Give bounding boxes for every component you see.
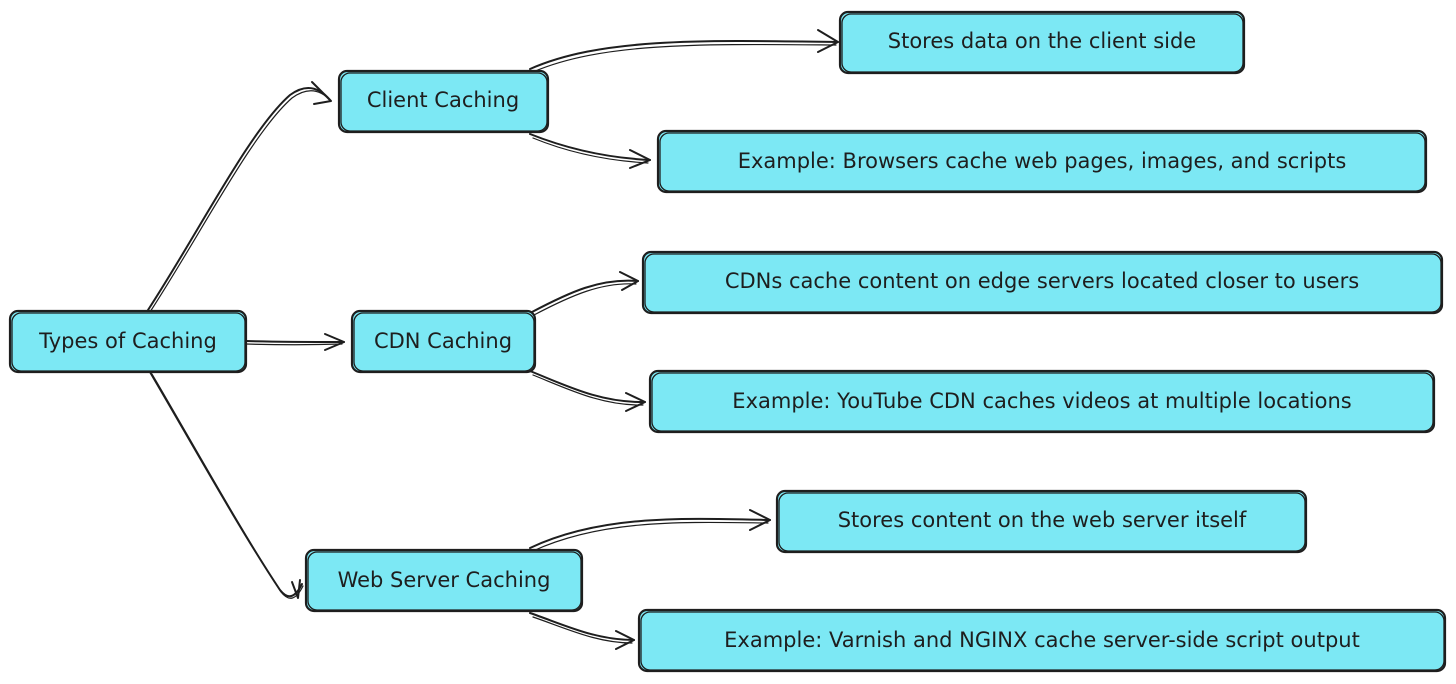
edge-cdn-to-detail-1: [531, 271, 639, 316]
category-label-cdn-caching: CDN Caching: [374, 329, 512, 353]
nodes: Types of Caching Client Caching CDN Cach…: [8, 10, 1447, 673]
edge-root-to-client-caching: [147, 81, 332, 313]
category-label-client-caching: Client Caching: [367, 88, 519, 112]
category-label-web-server-caching: Web Server Caching: [338, 568, 551, 592]
edge-root-to-web-server-caching: [149, 371, 304, 599]
detail-label-web-server-2: Example: Varnish and NGINX cache server-…: [724, 628, 1360, 652]
edge-web-server-to-detail-1: [529, 509, 771, 552]
detail-label-web-server-1: Stores content on the web server itself: [838, 508, 1247, 532]
edge-client-to-detail-1: [529, 29, 839, 73]
category-node-client-caching: Client Caching: [337, 69, 550, 134]
detail-node-web-server-2: Example: Varnish and NGINX cache server-…: [637, 608, 1447, 673]
detail-label-client-1: Stores data on the client side: [888, 29, 1196, 53]
edge-cdn-to-detail-2: [529, 370, 646, 412]
edge-root-to-cdn-caching: [245, 333, 345, 351]
detail-node-web-server-1: Stores content on the web server itself: [775, 489, 1308, 554]
detail-label-client-2: Example: Browsers cache web pages, image…: [738, 149, 1347, 173]
root-node-label: Types of Caching: [38, 329, 217, 353]
detail-node-cdn-1: CDNs cache content on edge servers locat…: [641, 250, 1444, 315]
detail-node-client-1: Stores data on the client side: [838, 10, 1246, 75]
detail-label-cdn-2: Example: YouTube CDN caches videos at mu…: [732, 389, 1351, 413]
detail-label-cdn-1: CDNs cache content on edge servers locat…: [725, 269, 1359, 293]
root-node: Types of Caching: [8, 309, 248, 374]
detail-node-client-2: Example: Browsers cache web pages, image…: [656, 129, 1428, 194]
category-node-cdn-caching: CDN Caching: [350, 309, 537, 374]
edge-client-to-detail-2: [529, 133, 651, 169]
detail-node-cdn-2: Example: YouTube CDN caches videos at mu…: [648, 369, 1436, 434]
category-node-web-server-caching: Web Server Caching: [304, 548, 584, 613]
edges: [147, 29, 839, 650]
edge-web-server-to-detail-2: [529, 612, 635, 650]
